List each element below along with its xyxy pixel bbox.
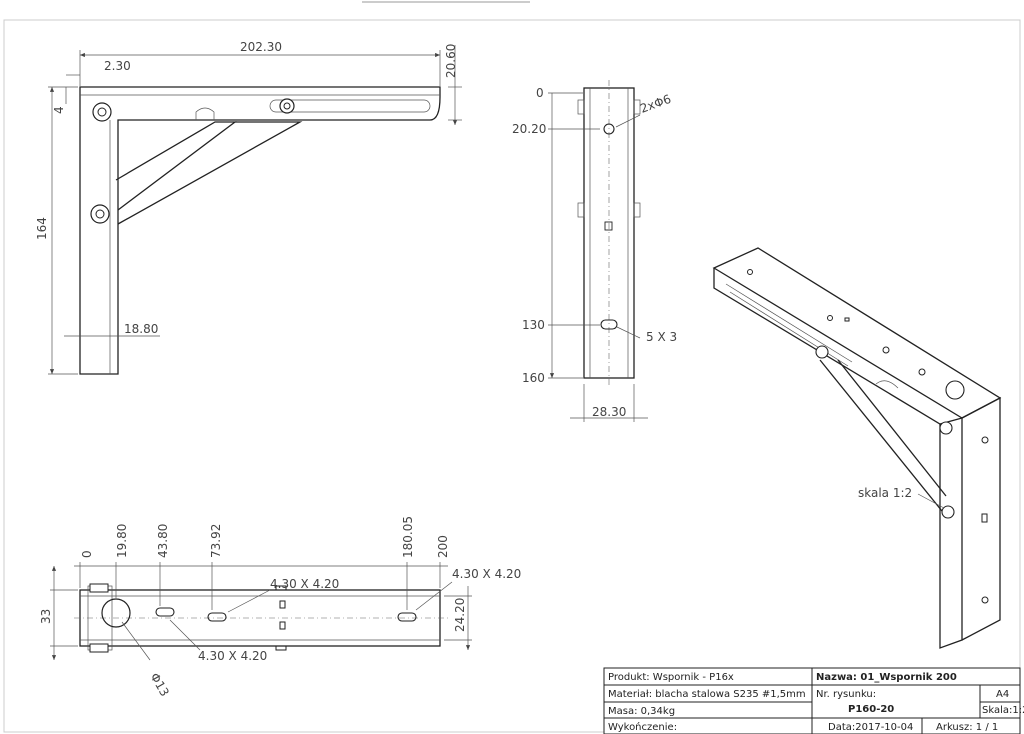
dim-front-2-30: 2.30 [104, 59, 131, 73]
sheet-border [3, 19, 1021, 733]
pivot-knob-icon [815, 345, 829, 359]
dim-bottom-slot-3: 4.30 X 4.20 [198, 649, 267, 663]
title-nr-value: P160-20 [848, 704, 894, 715]
slider-knob-icon [279, 98, 295, 114]
dim-bottom-43-80: 43.80 [156, 524, 170, 558]
title-block [603, 667, 1021, 734]
pivot-knob-icon [90, 204, 110, 224]
dim-side-width: 28.30 [592, 405, 626, 419]
dim-front-20-60: 20.60 [444, 44, 458, 78]
hole-icon [101, 598, 131, 628]
isometric-view [712, 247, 1002, 649]
title-skala: Skala:1:2 [982, 705, 1024, 716]
bottom-view [50, 562, 472, 661]
front-view [48, 45, 462, 375]
dim-side-0: 0 [536, 86, 544, 100]
dim-bottom-slot-1: 4.30 X 4.20 [270, 577, 339, 591]
title-data: Data:2017-10-04 [828, 722, 913, 733]
dim-bottom-73-92: 73.92 [209, 524, 223, 558]
scale-label: skala 1:2 [858, 486, 912, 500]
dim-bottom-0: 0 [80, 550, 94, 558]
dim-side-slot: 5 X 3 [646, 330, 677, 344]
dim-bottom-24-20: 24.20 [453, 598, 467, 632]
dim-bottom-hole: Φ13 [147, 671, 171, 699]
pivot-knob-icon [92, 102, 112, 122]
slot-hole-icon [397, 612, 417, 622]
dim-side-holes: 2xΦ6 [638, 92, 673, 116]
title-produkt: Produkt: Wspornik - P16x [608, 672, 734, 683]
dim-side-160: 160 [522, 371, 545, 385]
dim-bottom-33: 33 [39, 609, 53, 624]
side-view [548, 80, 648, 422]
dim-bottom-180-05: 180.05 [401, 516, 415, 558]
slot-hole-icon [207, 612, 227, 622]
dim-front-width: 202.30 [240, 40, 282, 54]
dim-side-130: 130 [522, 318, 545, 332]
title-masa: Masa: 0,34kg [608, 706, 675, 717]
title-wykonczenie: Wykończenie: [608, 721, 677, 733]
hole-icon [603, 123, 615, 135]
title-material: Materiał: blacha stalowa S235 #1,5mm [608, 689, 806, 700]
title-nazwa: Nazwa: 01_Wspornik 200 [816, 672, 957, 683]
title-format: A4 [996, 689, 1009, 700]
dim-front-4: 4 [52, 106, 66, 114]
slot-hole-icon [155, 607, 175, 617]
dim-front-18-80: 18.80 [124, 322, 158, 336]
dim-front-height: 164 [35, 217, 49, 240]
pivot-knob-icon [941, 505, 955, 519]
title-nr-label: Nr. rysunku: [816, 689, 876, 700]
slot-hole-icon [600, 319, 618, 330]
dim-side-20-20: 20.20 [512, 122, 546, 136]
dim-bottom-slot-2: 4.30 X 4.20 [452, 567, 521, 581]
pivot-knob-icon [939, 421, 953, 435]
dim-bottom-200: 200 [436, 535, 450, 558]
dim-bottom-19-80: 19.80 [115, 524, 129, 558]
title-arkusz: Arkusz: 1 / 1 [936, 722, 998, 733]
